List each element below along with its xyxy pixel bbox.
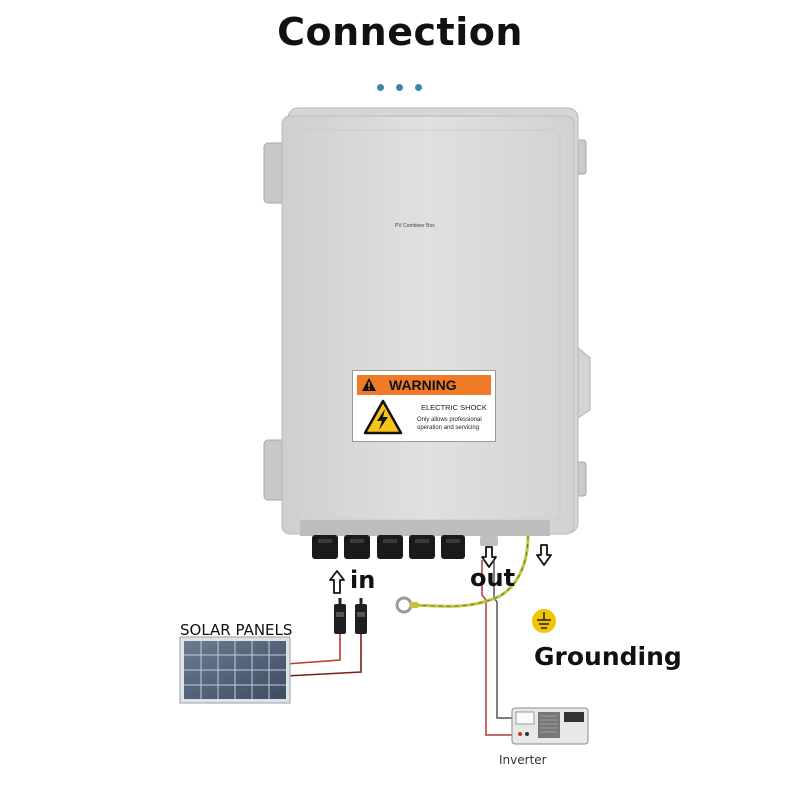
inverter-label: Inverter xyxy=(499,753,547,767)
warning-hazard: ELECTRIC SHOCK xyxy=(421,403,487,412)
grounding-label: Grounding xyxy=(534,642,682,671)
box-label: PV Combiner Box xyxy=(395,223,435,229)
arrow-up-outline-icon xyxy=(329,570,345,594)
solar-panel xyxy=(179,636,291,704)
warning-heading: WARNING xyxy=(389,377,457,393)
lightning-icon xyxy=(363,399,403,435)
ground-wire xyxy=(395,535,530,614)
combiner-box xyxy=(281,107,579,536)
dot xyxy=(377,84,384,91)
solar-panels-label: SOLAR PANELS xyxy=(180,621,293,639)
inverter-device xyxy=(511,707,589,745)
warning-description: Only allows professional operation and s… xyxy=(417,417,482,431)
mc4-cable-connector xyxy=(334,598,367,634)
warning-triangle-icon xyxy=(362,378,376,391)
arrow-down-outline-icon xyxy=(536,544,552,566)
arrow-down-outline-icon xyxy=(481,546,497,568)
dot xyxy=(396,84,403,91)
input-label: in xyxy=(350,566,376,594)
left-hinges xyxy=(263,142,287,501)
warning-sticker: WARNING ELECTRIC SHOCK Only allows profe… xyxy=(352,370,496,442)
pagination-dots xyxy=(377,84,427,94)
solar-wires xyxy=(285,634,362,677)
page-title: Connection xyxy=(277,10,523,54)
output-label: out xyxy=(470,564,516,592)
warning-header: WARNING xyxy=(357,375,491,395)
mc4-connectors xyxy=(312,535,498,559)
dot xyxy=(415,84,422,91)
ground-symbol-icon xyxy=(532,609,556,633)
